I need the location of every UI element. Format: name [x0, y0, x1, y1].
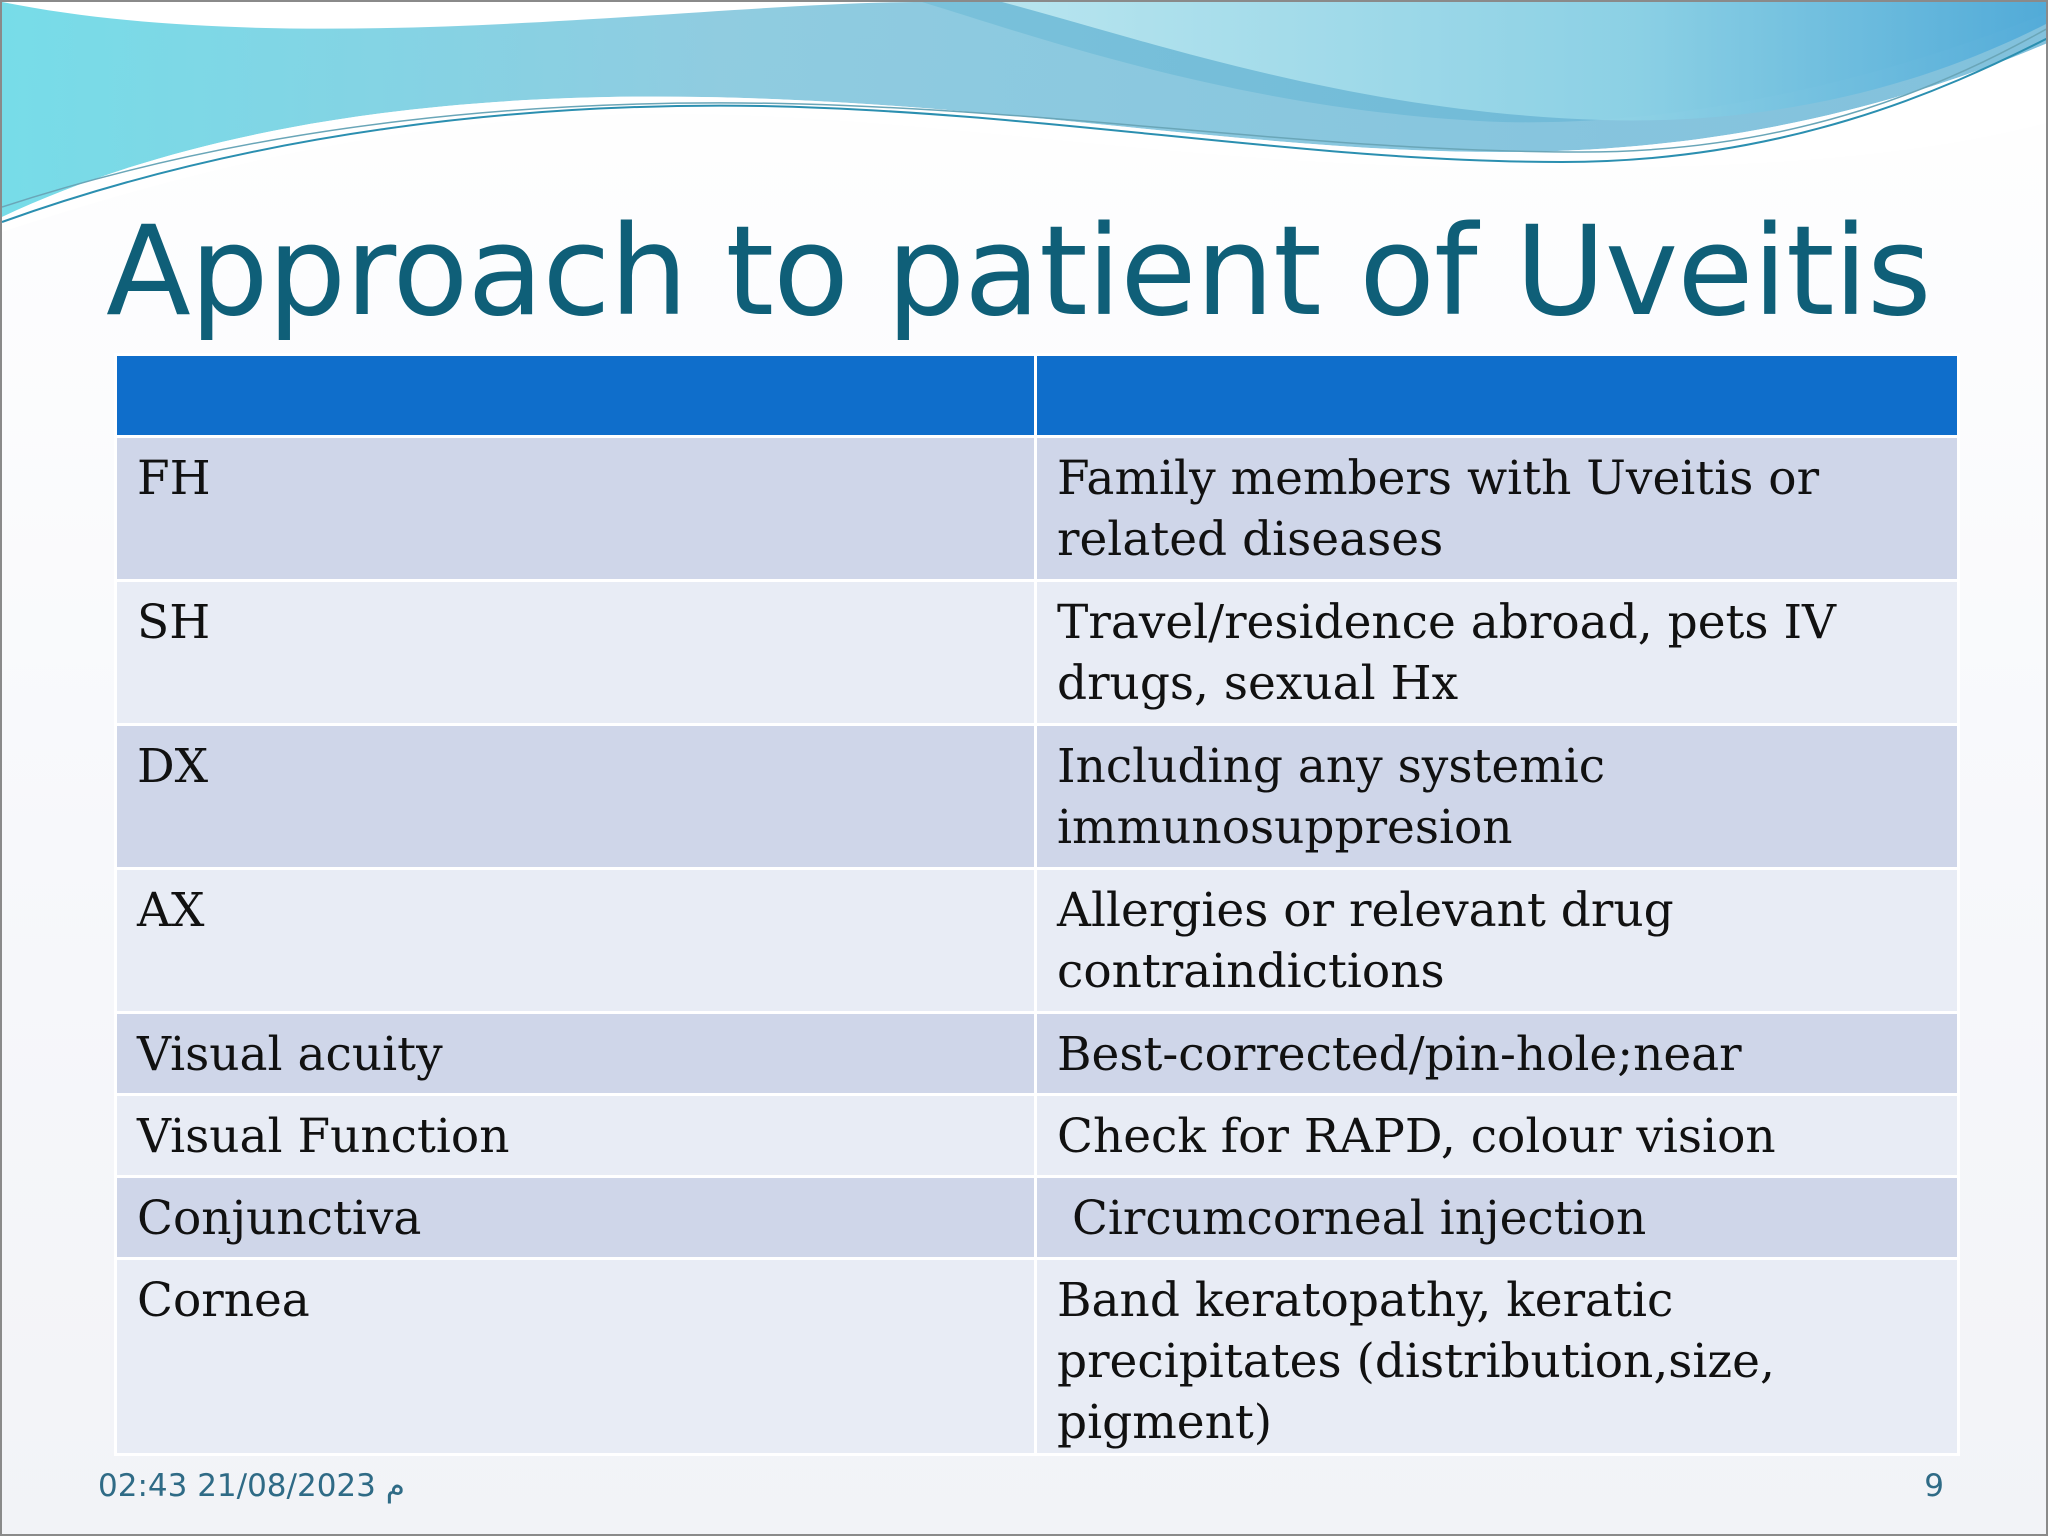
row-label: Conjunctiva	[114, 1175, 1037, 1260]
page-number: 9	[1924, 1468, 1944, 1504]
table-header-cell	[114, 353, 1037, 438]
row-label: Visual Function	[114, 1093, 1037, 1178]
footer-date: 02:43 21/08/2023 م	[98, 1468, 405, 1504]
row-label: Visual acuity	[114, 1011, 1037, 1096]
table-header-row	[114, 353, 1960, 438]
table-header-cell	[1034, 353, 1960, 438]
row-detail: Band keratopathy, keratic precipitates (…	[1034, 1257, 1960, 1456]
row-label: FH	[114, 435, 1037, 582]
row-detail: Travel/residence abroad, pets IV drugs, …	[1034, 579, 1960, 726]
table-row: Visual Function Check for RAPD, colour v…	[114, 1093, 1960, 1178]
table-row: Conjunctiva Circumcorneal injection	[114, 1175, 1960, 1260]
row-label: SH	[114, 579, 1037, 726]
row-label: DX	[114, 723, 1037, 870]
table-row: SH Travel/residence abroad, pets IV drug…	[114, 579, 1960, 726]
row-detail: Circumcorneal injection	[1034, 1175, 1960, 1260]
table-row: FH Family members with Uveitis or relate…	[114, 435, 1960, 582]
row-detail: Check for RAPD, colour vision	[1034, 1093, 1960, 1178]
row-detail: Allergies or relevant drug contraindicti…	[1034, 867, 1960, 1014]
table-row: Visual acuity Best-corrected/pin-hole;ne…	[114, 1011, 1960, 1096]
row-detail: Best-corrected/pin-hole;near	[1034, 1011, 1960, 1096]
slide-title: Approach to patient of Uveitis	[106, 200, 1932, 344]
decorative-wave-banner	[2, 2, 2046, 232]
history-table: FH Family members with Uveitis or relate…	[114, 353, 1960, 1456]
table-row: AX Allergies or relevant drug contraindi…	[114, 867, 1960, 1014]
table-row: DX Including any systemic immunosuppresi…	[114, 723, 1960, 870]
row-detail: Including any systemic immunosuppresion	[1034, 723, 1960, 870]
table-row: Cornea Band keratopathy, keratic precipi…	[114, 1257, 1960, 1456]
row-detail: Family members with Uveitis or related d…	[1034, 435, 1960, 582]
row-label: Cornea	[114, 1257, 1037, 1456]
row-label: AX	[114, 867, 1037, 1014]
